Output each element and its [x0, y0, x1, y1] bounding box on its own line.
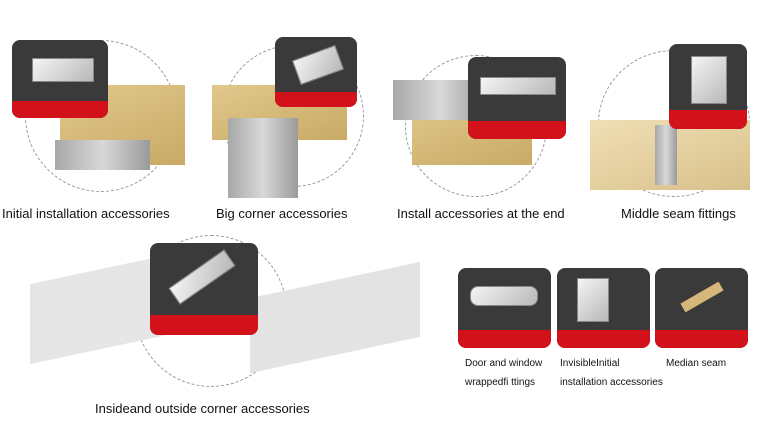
label-line: Median seam — [666, 358, 727, 369]
product-thumbnail — [150, 243, 258, 335]
product-label: Big corner accessories — [216, 206, 348, 221]
label-line: installation accessories — [560, 377, 663, 388]
product-label: Initial installation accessories — [2, 206, 170, 221]
small-product-label: Median seam — [666, 354, 726, 373]
label-line: wrappedfi ttings — [465, 377, 536, 388]
product-thumbnail-median-seam — [655, 268, 748, 348]
product-thumbnail — [12, 40, 108, 118]
product-thumbnail-invisible-initial — [557, 268, 650, 348]
metal-corner-illustration — [228, 118, 298, 198]
small-product-label: InvisibleInitial installation accessorie… — [560, 354, 663, 392]
product-thumbnail — [669, 44, 747, 129]
metal-trim-illustration — [55, 140, 150, 170]
product-thumbnail-door-window — [458, 268, 551, 348]
product-thumbnail — [275, 37, 357, 107]
product-label: Middle seam fittings — [621, 206, 736, 221]
label-line: InvisibleInitial — [560, 358, 620, 369]
label-line: Door and window — [465, 358, 543, 369]
product-label: Install accessories at the end — [397, 206, 565, 221]
seam-strip-illustration — [655, 125, 677, 185]
product-label: Insideand outside corner accessories — [95, 401, 310, 416]
product-thumbnail — [468, 57, 566, 139]
small-product-label: Door and window wrappedfi ttings — [465, 354, 542, 392]
